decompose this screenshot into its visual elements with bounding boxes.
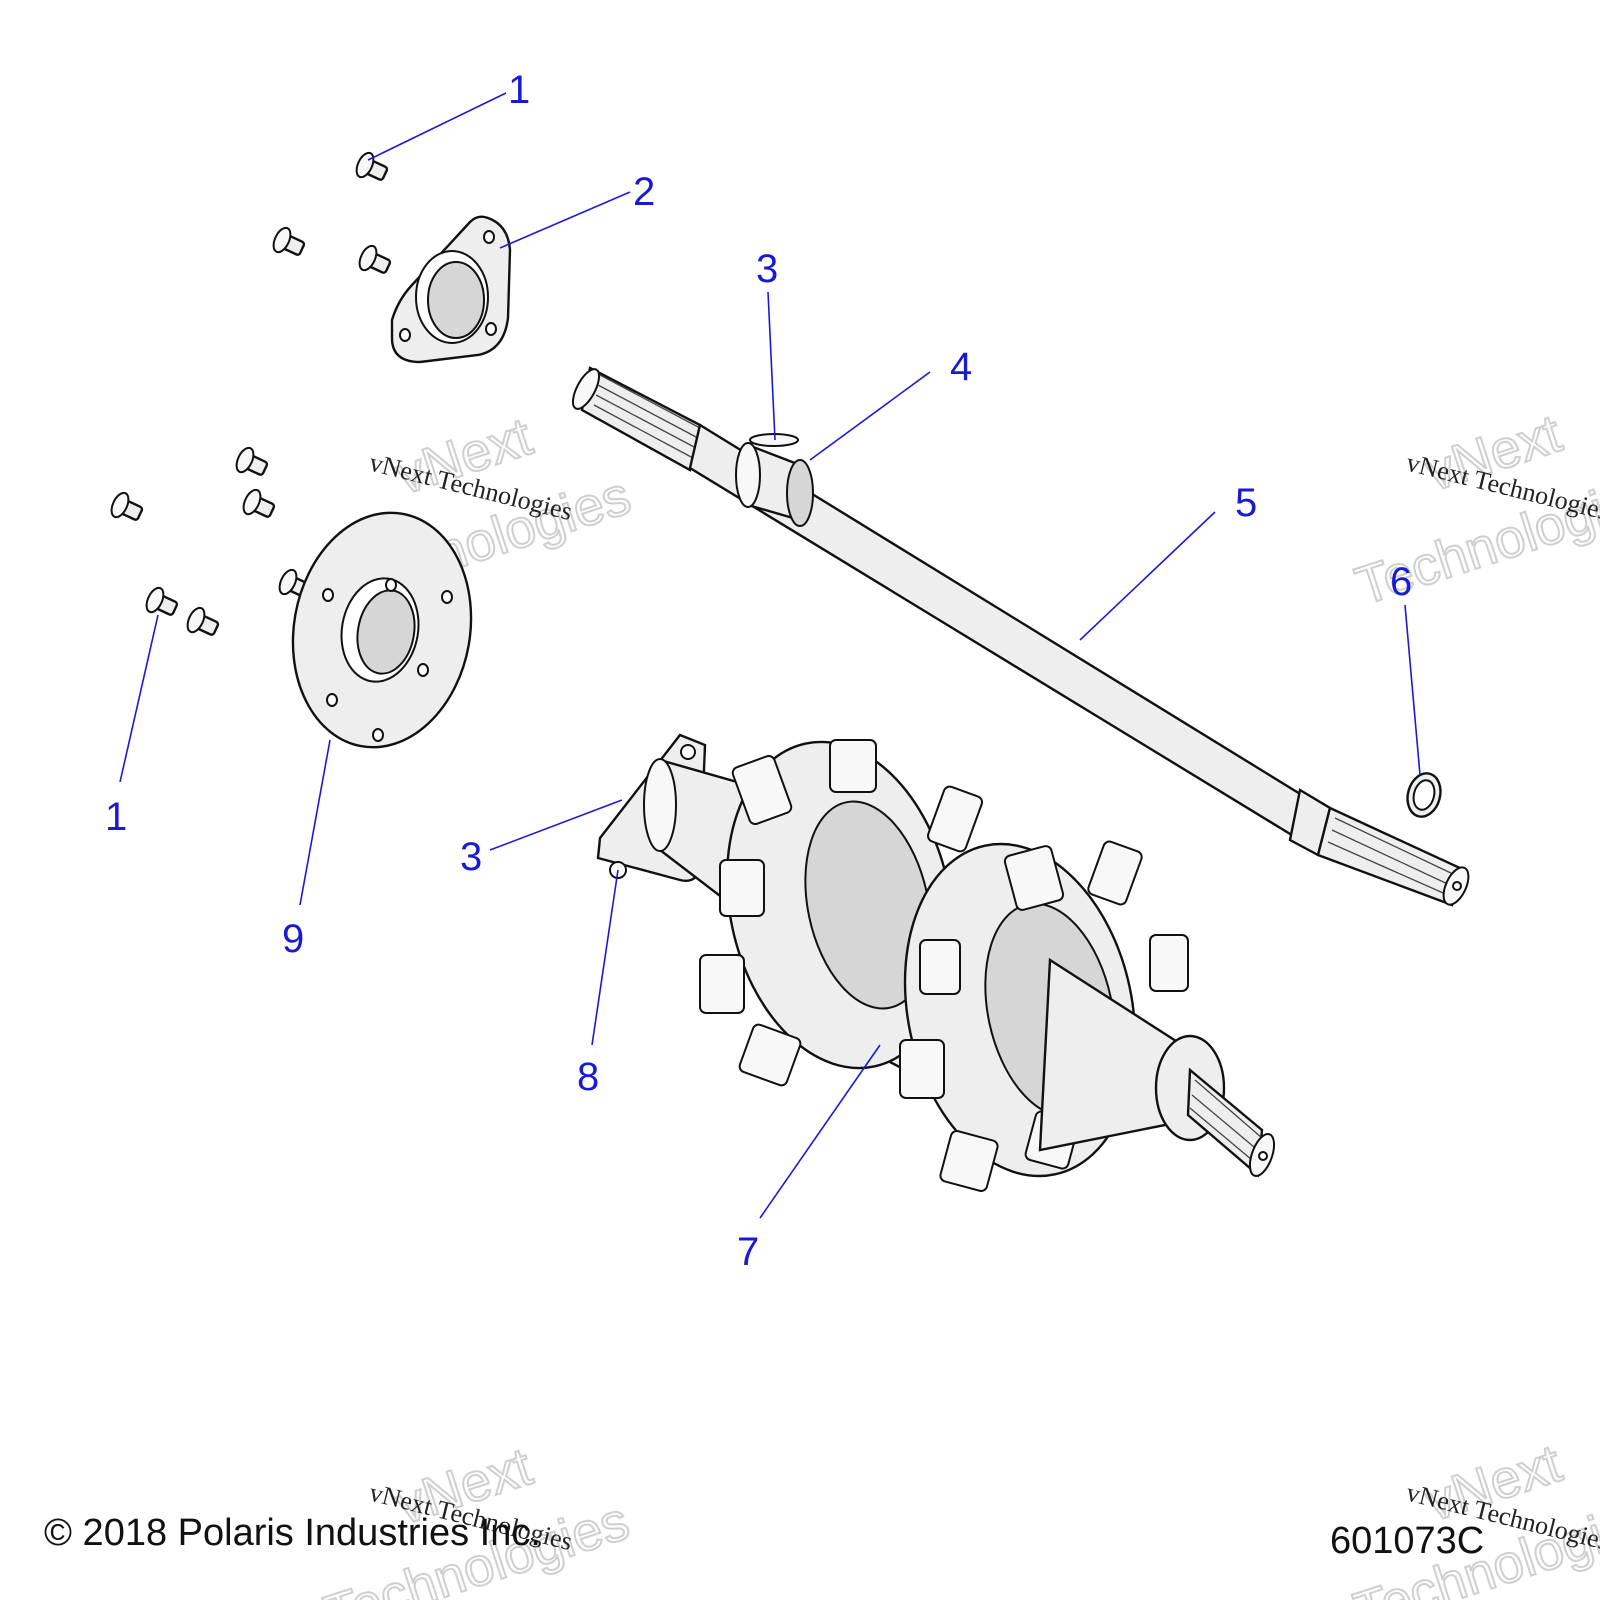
callout-1-bottom: 1 [105, 795, 127, 839]
bolt-mid-a [235, 446, 269, 476]
bolt-upper-a [272, 226, 306, 256]
bolt-mid-c [242, 488, 276, 518]
figure-number: 601073C [1330, 1520, 1484, 1562]
callout-7: 7 [737, 1230, 759, 1274]
callout-4: 4 [950, 345, 972, 389]
bolt-top [355, 151, 389, 181]
callout-6: 6 [1390, 560, 1412, 604]
callout-1-top: 1 [508, 68, 530, 112]
callout-2: 2 [633, 170, 655, 214]
bolt-upper-b [358, 244, 392, 274]
watermark-bottom-right: vNext Technologies vNext Technologies [1346, 1432, 1600, 1600]
triangular-flange-plate [390, 215, 512, 364]
copyright-text: © 2018 Polaris Industries Inc. [44, 1512, 541, 1554]
callout-3-flange: 3 [460, 835, 482, 879]
callout-3-shaft: 3 [756, 247, 778, 291]
o-ring [1406, 772, 1442, 818]
bolt-low-a [145, 586, 179, 616]
drive-sprocket-assembly [596, 733, 1276, 1192]
callout-5: 5 [1235, 481, 1257, 525]
watermark-top-right: vNext Technologies vNext Technologies [1348, 402, 1600, 617]
callout-8: 8 [577, 1055, 599, 1099]
bolt-low-b [186, 606, 220, 636]
bolt-mid-b [110, 491, 144, 521]
drive-shaft [571, 366, 1470, 907]
callout-labels: 1 2 3 4 5 6 1 3 9 8 7 [105, 68, 1412, 1274]
round-bearing-plate [291, 511, 473, 749]
leader-lines [119, 92, 1421, 1219]
callout-9: 9 [282, 917, 304, 961]
